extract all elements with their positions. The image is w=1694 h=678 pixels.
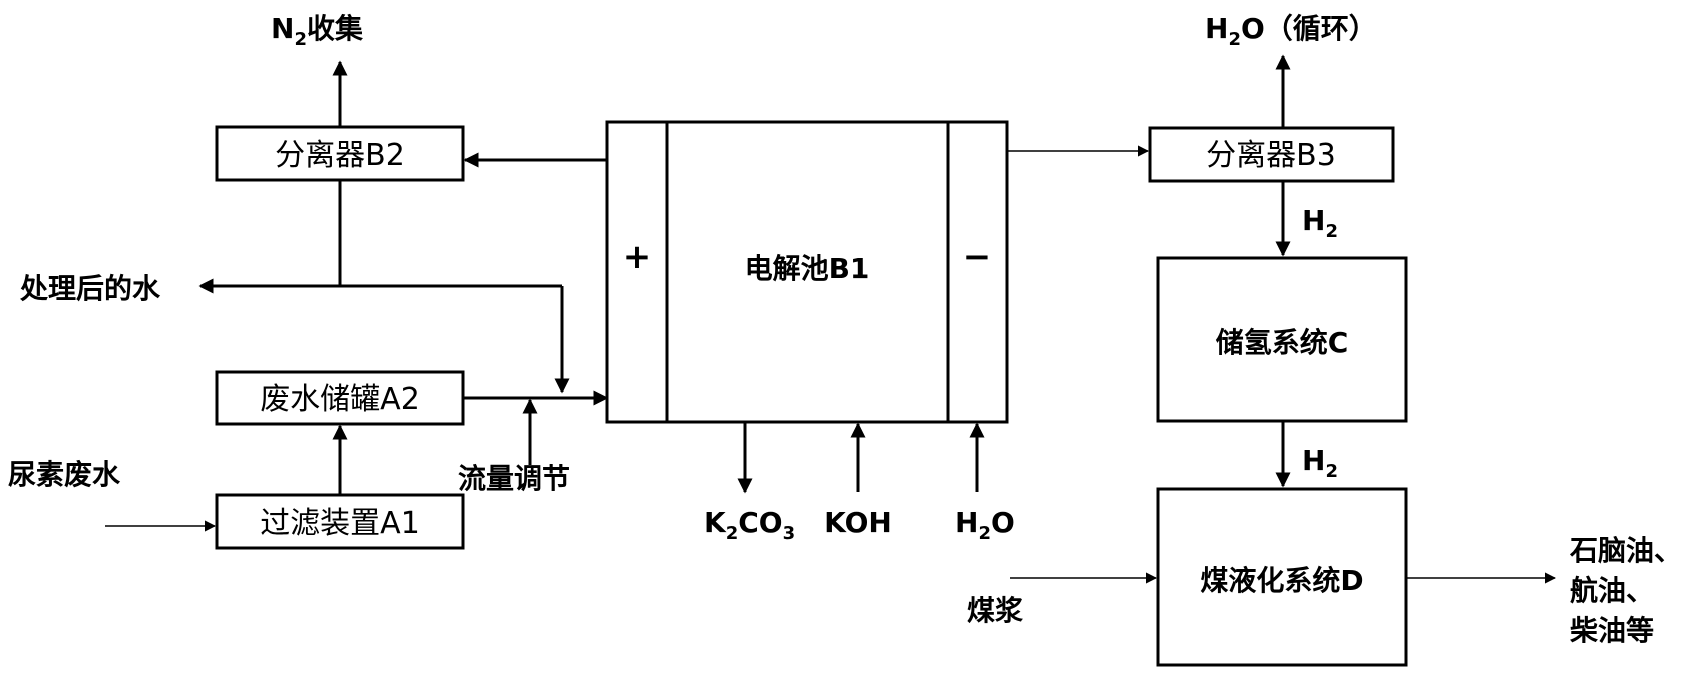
electrolytic-cell-b1-label: 电解池B1 — [745, 252, 870, 285]
flow-regulation-label: 流量调节 — [458, 462, 570, 495]
h2-label-2: H2 — [1302, 444, 1338, 482]
separator-b3-label: 分离器B3 — [1206, 138, 1336, 173]
urea-wastewater-label: 尿素废水 — [8, 458, 121, 491]
separator-b3: 分离器B3 — [1148, 126, 1395, 183]
anode-symbol: + — [623, 237, 652, 277]
treated-water-label: 处理后的水 — [19, 272, 161, 305]
separator-b2-label: 分离器B2 — [275, 138, 405, 173]
filter-a1: 过滤装置A1 — [215, 493, 465, 550]
products-line-3: 柴油等 — [1570, 614, 1654, 647]
h2o-in-label: H2O — [955, 506, 1015, 544]
coal-slurry-label: 煤浆 — [967, 594, 1024, 627]
products-line-1: 石脑油、 — [1569, 534, 1682, 567]
cathode-symbol: − — [963, 237, 992, 277]
products-line-2: 航油、 — [1570, 574, 1654, 607]
coal-liquefaction-d-label: 煤液化系统D — [1200, 564, 1363, 597]
k2co3-label: K2CO3 — [704, 506, 795, 544]
filter-a1-label: 过滤装置A1 — [260, 506, 420, 541]
koh-label: KOH — [824, 506, 892, 539]
wastewater-tank-a2: 废水储罐A2 — [215, 370, 465, 426]
h2o-cycle-label: H2O（循环） — [1205, 12, 1377, 50]
coal-liquefaction-d: 煤液化系统D — [1156, 487, 1408, 667]
n2-collection-label: N2收集 — [271, 12, 363, 50]
hydrogen-storage-c-label: 储氢系统C — [1216, 326, 1349, 359]
hydrogen-storage-c: 储氢系统C — [1156, 256, 1408, 423]
separator-b2: 分离器B2 — [215, 125, 465, 182]
wastewater-tank-a2-label: 废水储罐A2 — [260, 382, 420, 417]
h2-label-1: H2 — [1302, 204, 1338, 242]
electrolytic-cell-b1: 电解池B1 + − — [605, 120, 1009, 424]
